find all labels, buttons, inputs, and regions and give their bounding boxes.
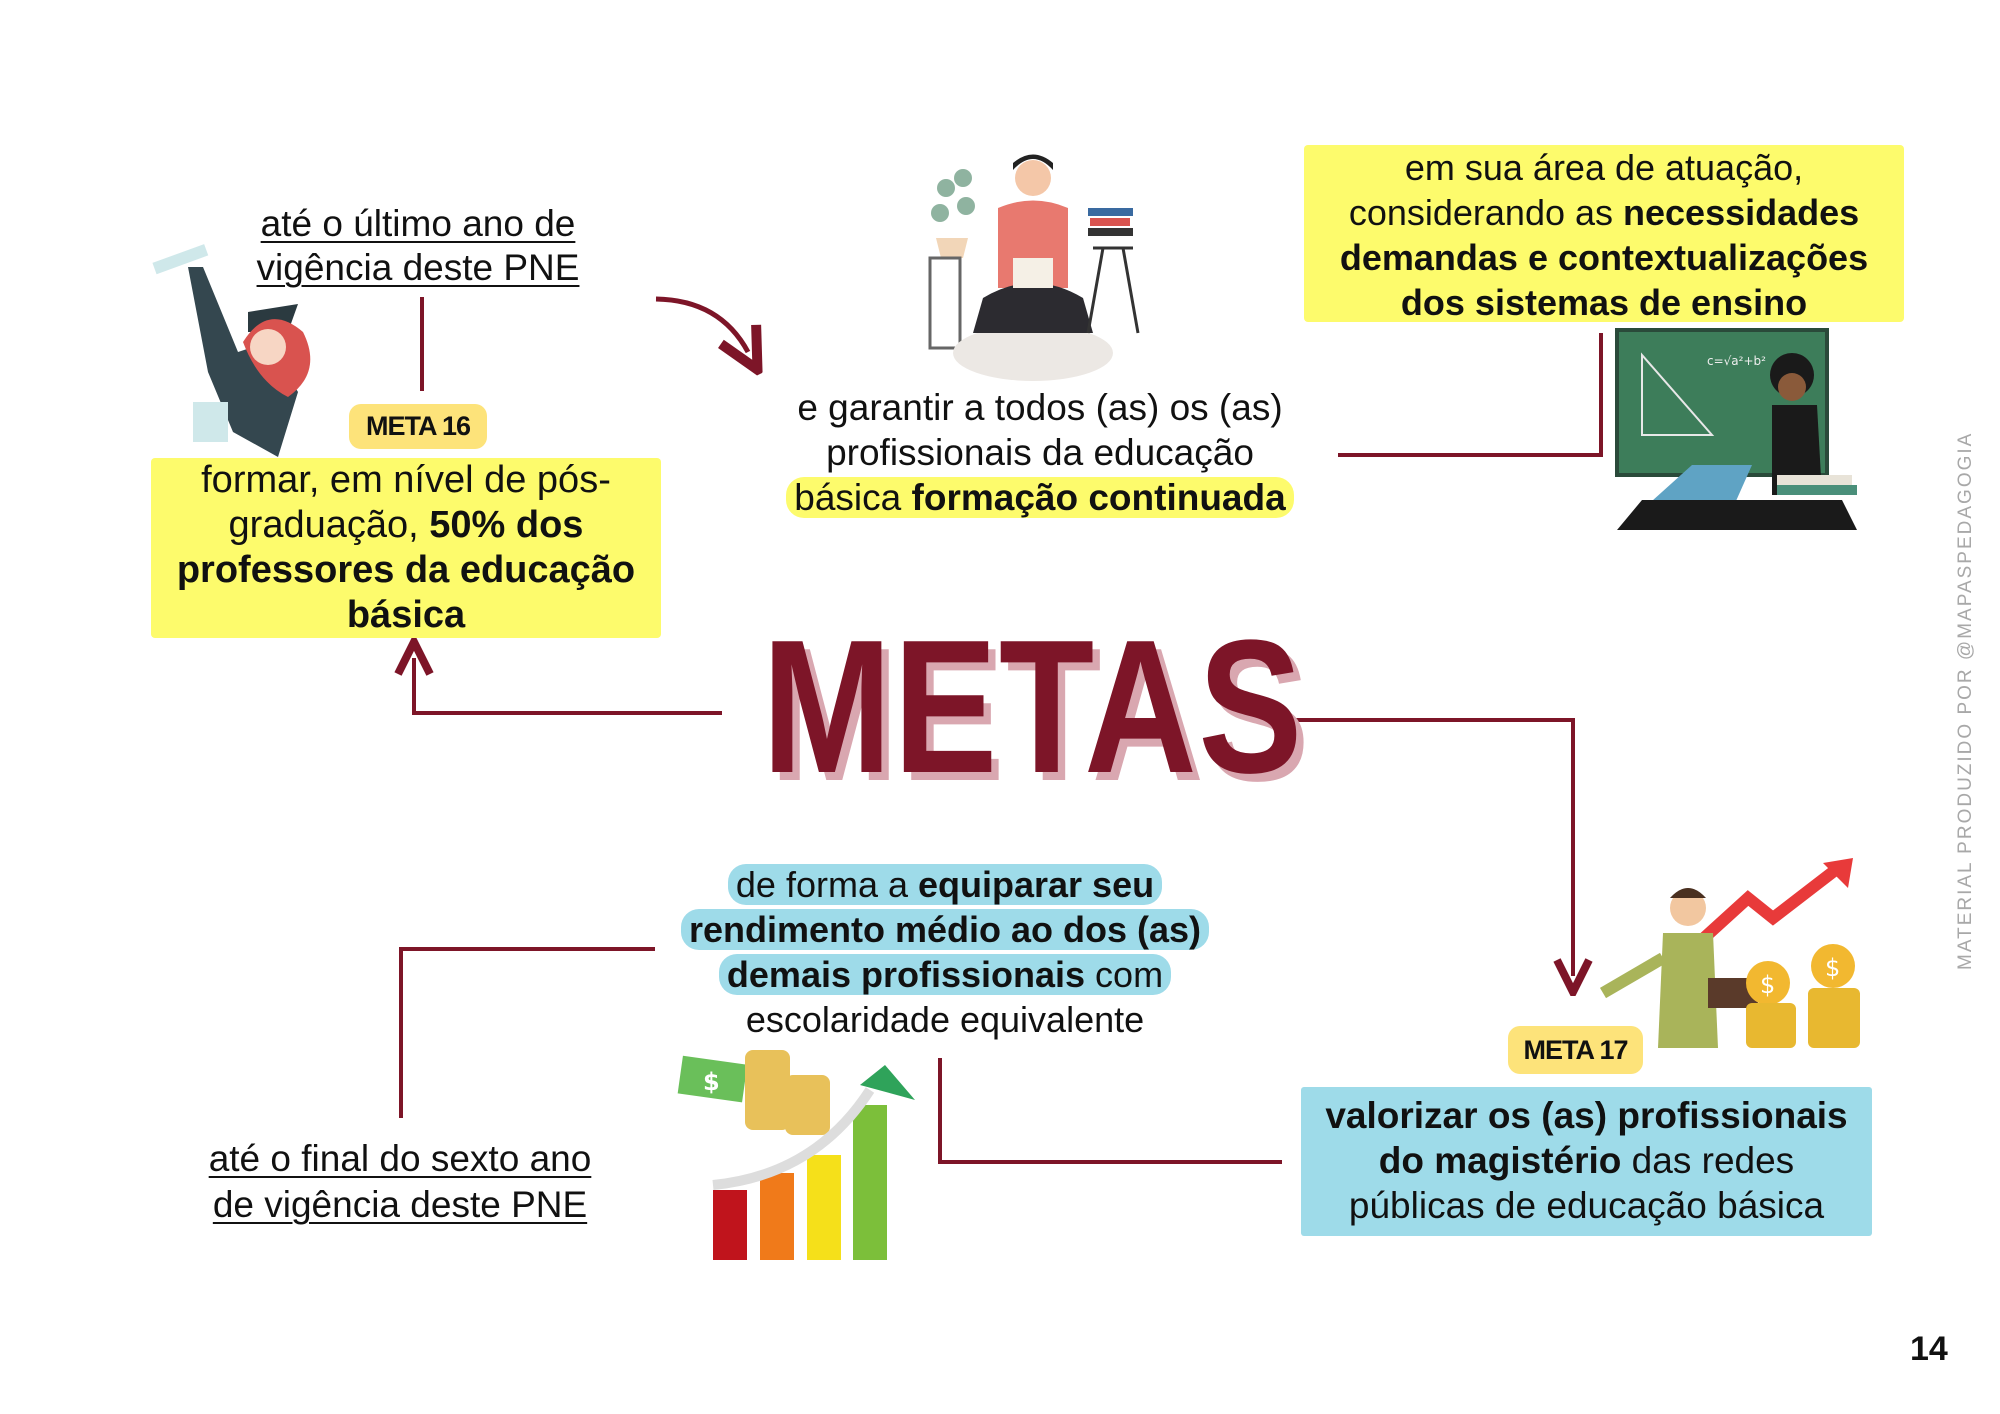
svg-text:$: $ xyxy=(703,1068,720,1096)
continuation-text: básica xyxy=(794,477,912,518)
continuation-line: profissionais da educação xyxy=(826,432,1254,473)
meta16-badge: META 16 xyxy=(349,404,487,449)
graduate-icon xyxy=(152,244,311,457)
goal-bold: do magistério xyxy=(1378,1140,1622,1181)
meta17-deadline: até o final do sexto ano de vigência des… xyxy=(170,1136,630,1228)
area-line: em sua área de atuação, xyxy=(1404,147,1804,188)
continuation-line: escolaridade equivalente xyxy=(745,999,1145,1040)
connector-continuation-to-deadline xyxy=(399,947,655,1118)
goal-line: graduação, 50% dos xyxy=(151,503,661,548)
teacher-chalkboard-icon: c=√a²+b² xyxy=(1615,328,1857,530)
goal-line: professores da educação xyxy=(176,549,636,591)
connector-meta17-to-continuation xyxy=(938,1058,1282,1164)
connector-curved-arrow xyxy=(655,296,748,352)
goal-line: formar, em nível de pós- xyxy=(201,459,611,501)
continuation-bold: rendimento médio ao dos (as) xyxy=(680,909,1210,950)
area-bold: necessidades xyxy=(1623,192,1860,233)
connector-metas-to-meta17 xyxy=(1291,718,1573,976)
meta17-badge: META 17 xyxy=(1508,1026,1643,1074)
continuation-line: e garantir a todos (as) os (as) xyxy=(797,387,1283,428)
goal-line: valorizar os (as) profissionais xyxy=(1325,1095,1848,1136)
goal-percentage: 50% dos xyxy=(429,504,584,546)
meta16-area-box: em sua área de atuação, considerando as … xyxy=(1304,145,1904,323)
area-line: demandas e contextualizações xyxy=(1339,237,1869,278)
page-title: METAS xyxy=(762,601,1304,813)
deadline-line: até o final do sexto ano xyxy=(208,1138,592,1179)
goal-line: públicas de educação básica xyxy=(1348,1185,1825,1226)
deadline-line: até o último ano de xyxy=(260,203,576,244)
continuation-line: de forma a equiparar seu xyxy=(625,862,1265,907)
goal-text: das redes xyxy=(1621,1140,1795,1181)
meta16-continuation: e garantir a todos (as) os (as) profissi… xyxy=(740,385,1340,520)
continuation-text: de forma a xyxy=(735,864,918,905)
man-money-chart-icon: $ $ xyxy=(1599,858,1860,1048)
goal-line: básica xyxy=(346,594,466,636)
page-number: 14 xyxy=(1910,1330,1948,1368)
money-growth-chart-icon: $ xyxy=(677,1050,915,1260)
deadline-line: vigência deste PNE xyxy=(256,247,580,288)
meta17-goal-box: valorizar os (as) profissionais do magis… xyxy=(1301,1087,1872,1236)
watermark: MATERIAL PRODUZIDO POR @MAPASPEDAGOGIA xyxy=(1955,431,1976,970)
goal-text: graduação, xyxy=(228,504,430,546)
continuation-bold: demais profissionais xyxy=(726,954,1086,995)
meta17-continuation: de forma a equiparar seu rendimento médi… xyxy=(625,862,1265,1042)
area-line: dos sistemas de ensino xyxy=(1400,282,1808,323)
svg-text:c=√a²+b²: c=√a²+b² xyxy=(1707,354,1766,368)
reading-person-icon xyxy=(928,154,1140,381)
continuation-line: rendimento médio ao dos (as) xyxy=(625,907,1265,952)
continuation-line: demais profissionais com xyxy=(625,952,1265,997)
meta16-deadline: até o último ano de vigência deste PNE xyxy=(218,202,618,290)
svg-text:$: $ xyxy=(1825,954,1840,982)
connector-metas-to-meta16 xyxy=(414,658,722,715)
svg-text:$: $ xyxy=(1760,971,1775,999)
continuation-bold: equiparar seu xyxy=(918,864,1155,905)
area-line: considerando as necessidades xyxy=(1304,190,1904,235)
deadline-line: de vigência deste PNE xyxy=(212,1184,588,1225)
meta16-goal-box: formar, em nível de pós- graduação, 50% … xyxy=(151,458,661,638)
continuation-line: básica formação continuada xyxy=(740,475,1340,520)
continuation-highlight: formação continuada xyxy=(911,477,1286,518)
area-text: considerando as xyxy=(1348,192,1624,233)
continuation-text: com xyxy=(1085,954,1164,995)
goal-line: do magistério das redes xyxy=(1301,1138,1872,1183)
connector-area-to-continuation xyxy=(1338,333,1603,457)
